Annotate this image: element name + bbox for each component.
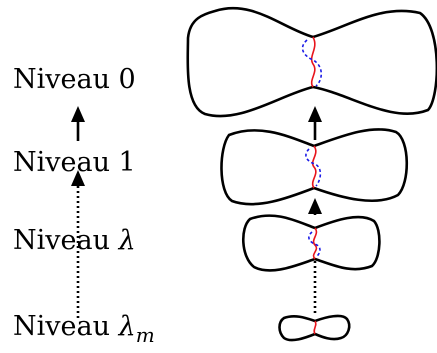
level-lambda-prefix: Niveau	[13, 225, 119, 256]
level-lambda-shape	[242, 214, 381, 272]
right-dotted-arrow-upper	[308, 198, 322, 215]
level-lambda-m-red-curve	[313, 320, 317, 335]
level-lambda-m-shape	[278, 314, 351, 342]
level-lambda-symbol: λ	[118, 225, 136, 256]
level-lambda-m-subscript: m	[136, 323, 155, 347]
level-lambda-m-label: Niveau λm	[13, 311, 155, 347]
level-0-shape	[186, 6, 437, 118]
level-lambda-red-curve	[312, 227, 318, 260]
level-0-label: Niveau 0	[13, 64, 136, 95]
level-1-label: Niveau 1	[13, 147, 136, 178]
level-lambda-label: Niveau λ	[13, 225, 136, 256]
level-1-blue-curve	[305, 148, 322, 187]
level-0-blue-curve	[301, 39, 323, 87]
level-lambda-m-symbol: λ	[118, 311, 136, 342]
right-solid-arrow	[308, 106, 322, 140]
level-1-red-curve	[311, 145, 317, 189]
level-0-red-curve	[310, 36, 316, 88]
level-lambda-m-prefix: Niveau	[13, 311, 119, 342]
level-1-shape	[220, 128, 409, 206]
level-lambda-blue-curve	[308, 231, 321, 258]
left-solid-arrow	[71, 106, 85, 141]
left-dotted-arrow	[71, 170, 85, 318]
